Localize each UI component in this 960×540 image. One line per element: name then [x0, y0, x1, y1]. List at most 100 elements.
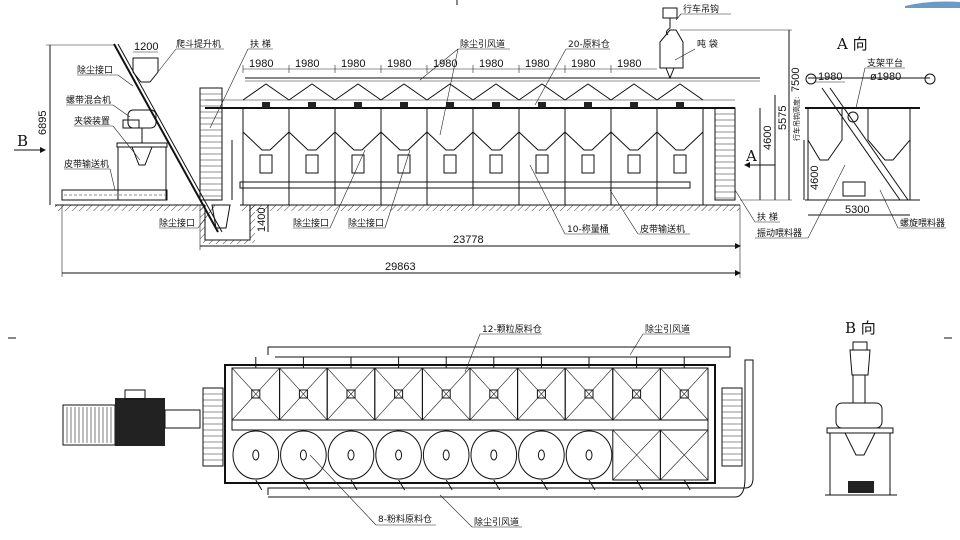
weigh-hopper — [397, 154, 411, 174]
dim-4600: 4600 — [762, 126, 774, 150]
weigh-hopper — [351, 154, 365, 174]
bin-cross — [564, 367, 614, 421]
silo-outlet — [490, 449, 498, 461]
bin-cross — [469, 367, 518, 421]
dim-pitch-1980: 1980 — [295, 58, 319, 70]
silo-body — [564, 108, 612, 151]
dim-pitch-1980: 1980 — [479, 58, 503, 70]
powder-silo — [470, 430, 518, 480]
label-support-platform: 支架平台 — [867, 57, 903, 69]
silo-vent — [492, 102, 500, 108]
silo-outlet — [585, 449, 593, 461]
silo-outlet — [299, 449, 307, 461]
silo-body — [380, 108, 428, 151]
bin-outlet — [394, 389, 404, 399]
silo-roof — [518, 83, 566, 101]
duct-branch — [588, 479, 596, 491]
plan-view: 12-颗粒原料仓 除尘引风道 8-粉料原料仓 除尘引风道 — [62, 323, 754, 528]
weigh-hopper — [489, 154, 503, 174]
label-granule-silos: 12-颗粒原料仓 — [482, 323, 542, 335]
label-dust-port: 除尘接口 — [159, 217, 195, 229]
dim-pitch-1980: 1980 — [617, 58, 641, 70]
bin-outlet — [298, 389, 308, 399]
powder-silo — [518, 430, 565, 480]
label-left-belt: 皮带输送机 — [64, 158, 109, 170]
label-dust-duct-top: 除尘引风道 — [645, 323, 690, 335]
label-vibrating-feeder: 振动喂料器 — [757, 227, 802, 239]
dim-pitch-1980: 1980 — [249, 58, 273, 70]
conveyor-slats — [66, 407, 112, 443]
screw-feeder-rail — [829, 87, 909, 201]
silo-body — [656, 108, 704, 151]
weigh-hopper — [305, 154, 319, 174]
dim-pitch-1980: 1980 — [433, 58, 457, 70]
silo-body — [518, 108, 566, 151]
silo-vent — [630, 102, 638, 108]
dim-pit-depth: 1400 — [256, 208, 268, 232]
label-ton-bag: 吨 袋 — [697, 38, 718, 50]
dim-pitch-1980: 1980 — [571, 58, 595, 70]
silo-roof — [426, 83, 474, 101]
view-b: B 向 — [825, 319, 897, 496]
plan-frame — [224, 364, 716, 484]
silo-roof — [380, 83, 428, 101]
dim-length-main: 23778 — [453, 234, 484, 246]
label-dust-port: 除尘接口 — [348, 217, 384, 229]
weigh-hopper — [673, 154, 687, 174]
bin-outlet — [536, 389, 546, 399]
silo-vent — [262, 102, 270, 108]
plan-left-stairs — [202, 387, 224, 467]
ton-bag — [659, 29, 684, 69]
a-pulley — [924, 73, 936, 85]
silo-vent — [446, 102, 454, 108]
silo-body — [242, 108, 290, 151]
view-a-title: A 向 — [836, 35, 868, 53]
bin-cross — [279, 367, 328, 421]
powder-silo — [280, 430, 327, 480]
bucket-elevator — [113, 43, 219, 233]
bin-outlet — [584, 389, 594, 399]
label-dust-port: 除尘接口 — [293, 217, 329, 229]
main-belt-conveyor — [239, 181, 691, 189]
a-dim-diameter: ø1980 — [870, 71, 901, 83]
powder-silo — [232, 430, 280, 480]
duct-branches — [255, 357, 691, 491]
vibrating-feeder — [842, 181, 866, 197]
ton-bag-spout — [665, 67, 675, 80]
b-conveyor — [848, 481, 874, 493]
pit-hatch — [250, 205, 255, 243]
bin-cross — [517, 367, 566, 421]
ground-hatch — [55, 205, 205, 211]
duct-branch — [493, 479, 501, 491]
label-ladder: 扶 梯 — [250, 38, 271, 50]
bin-cross — [660, 367, 709, 421]
silo-body — [334, 108, 382, 151]
label-raw-silos: 20-原料仓 — [568, 38, 610, 50]
bag-frame — [116, 142, 168, 148]
dim-7500: 7500 — [790, 68, 802, 92]
pit-hopper — [211, 204, 231, 229]
stair-treads — [203, 393, 742, 461]
b-bag-clamp — [844, 432, 876, 456]
dim-length-total: 29863 — [385, 261, 416, 273]
label-dust-port: 除尘接口 — [77, 64, 113, 76]
silo-vent — [400, 102, 408, 108]
mixer-motor — [122, 119, 140, 129]
label-dust-duct-bottom: 除尘引风道 — [474, 516, 519, 528]
label-bag-clamp: 夹袋装置 — [74, 115, 110, 127]
silo-body — [472, 108, 520, 151]
silo-vent — [676, 102, 684, 108]
b-platform — [826, 427, 894, 434]
b-motor — [852, 341, 868, 351]
powder-silo — [375, 430, 422, 480]
silo-roof — [564, 83, 612, 101]
silo-outlet — [442, 449, 450, 461]
plan-center-beam — [231, 419, 709, 431]
label-dust-duct: 除尘引风道 — [460, 38, 505, 50]
silo-outlet — [395, 449, 403, 461]
a-pulley — [805, 73, 817, 85]
bin-cross — [612, 429, 661, 481]
b-mixer — [835, 402, 883, 429]
label-weigh-hopper: 10-称量桶 — [567, 223, 609, 235]
